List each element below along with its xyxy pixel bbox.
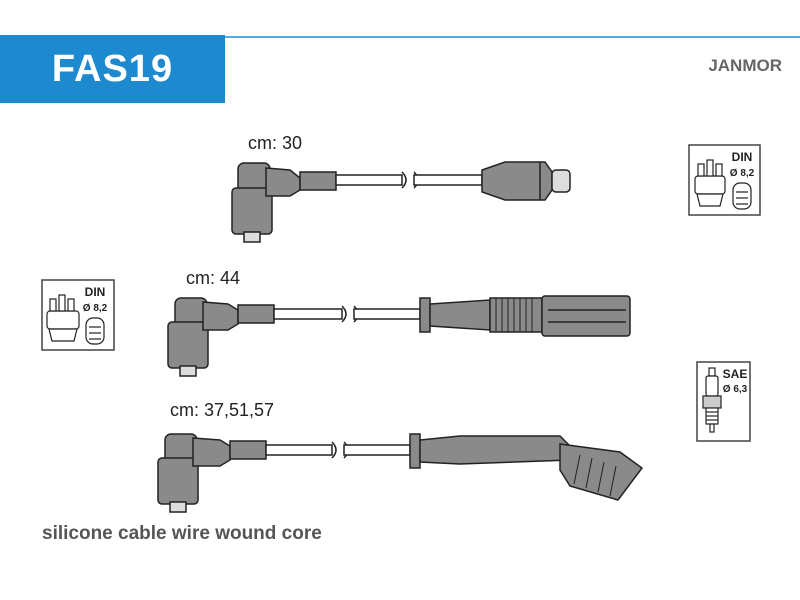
cable-2-boot-ring (419, 297, 431, 333)
cable-1-collar (299, 171, 337, 191)
cable-1-boot-neck (265, 167, 301, 197)
product-code: FAS19 (51, 47, 174, 90)
distributor-cap-icon (694, 159, 752, 210)
din-badge-left: DIN Ø 8,2 (41, 279, 115, 351)
brand-name: JANMOR (708, 56, 782, 75)
cable-1-terminal (243, 231, 261, 243)
sae-badge: SAE Ø 6,3 (696, 361, 751, 442)
cable-2-wire-b (353, 308, 421, 320)
cable-1-end-terminal (551, 169, 571, 193)
product-description: silicone cable wire wound core (42, 523, 322, 544)
cable-3-boot-taper (419, 435, 571, 465)
cable-2-terminal (179, 365, 197, 377)
spark-plug-icon (702, 367, 722, 433)
header-divider (225, 36, 800, 38)
cable-2-collar (237, 304, 275, 324)
cable-1-end-boot (481, 161, 553, 201)
cable-2-length: cm: 44 (186, 268, 241, 288)
distributor-cap-icon (46, 294, 105, 345)
cable-3-boot-ring (409, 433, 421, 469)
cable-3-boot-body (157, 457, 199, 505)
cable-3-boot-neck (192, 437, 231, 467)
cable-3-wire-b (343, 444, 411, 456)
sae-spec: Ø 6,3 (723, 384, 748, 395)
cable-2-boot-neck (202, 301, 239, 331)
cable-1-wire-a (335, 174, 403, 186)
cable-2-wire-a (273, 308, 343, 320)
din-badge-top: DIN Ø 8,2 (688, 144, 761, 216)
cable-1-wire-b (413, 174, 483, 186)
cable-3-wire-a (265, 444, 333, 456)
cable-3 (157, 433, 644, 513)
cable-3-boot-grip (559, 443, 644, 501)
cable-2 (167, 295, 631, 377)
din-left-title: DIN (85, 285, 106, 299)
cable-2-boot-ribbed (489, 297, 543, 333)
cable-1-break-a (401, 171, 407, 189)
cable-3-terminal (169, 501, 187, 513)
cable-2-boot-taper (429, 299, 491, 331)
sae-title: SAE (723, 367, 748, 381)
cable-3-collar (229, 440, 267, 460)
din-top-title: DIN (732, 150, 753, 164)
cable-2-boot-grip (541, 295, 631, 337)
cable-1-length: cm: 30 (248, 133, 303, 153)
cable-2-boot-body (167, 321, 209, 369)
cable-3-length: cm: 37,51,57 (170, 400, 275, 420)
din-left-spec: Ø 8,2 (83, 303, 108, 314)
cable-1 (231, 161, 571, 243)
din-top-spec: Ø 8,2 (730, 168, 755, 179)
product-code-badge: FAS19 (0, 35, 225, 103)
